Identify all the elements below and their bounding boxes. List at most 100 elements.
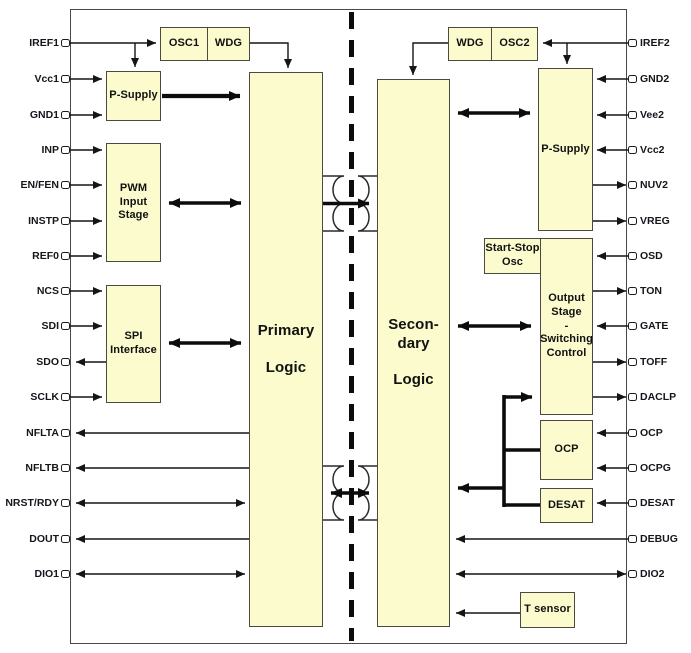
pin-dio1: DIO1 — [0, 568, 70, 580]
pin-label: DEBUG — [640, 533, 678, 545]
pin-gnd1: GND1 — [0, 109, 70, 121]
pin-label: SDO — [36, 356, 59, 368]
pin-box-icon — [61, 499, 70, 507]
pin-label: OCPG — [640, 462, 671, 474]
pin-dout: DOUT — [0, 533, 70, 545]
chip-outline — [70, 9, 627, 644]
pin-vcc2: Vcc2 — [628, 144, 691, 156]
pin-box-icon — [628, 111, 637, 119]
pin-box-icon — [61, 146, 70, 154]
pin-dio2: DIO2 — [628, 568, 691, 580]
pin-label: INSTP — [28, 215, 59, 227]
pin-label: EN/FEN — [20, 179, 59, 191]
pin-iref2: IREF2 — [628, 37, 691, 49]
pin-box-icon — [628, 75, 637, 83]
pin-box-icon — [61, 393, 70, 401]
pin-box-icon — [628, 393, 637, 401]
block-spi-interface: SPI Interface — [106, 285, 161, 403]
pin-vee2: Vee2 — [628, 109, 691, 121]
transformer-top-icon — [323, 175, 377, 232]
pin-iref1: IREF1 — [0, 37, 70, 49]
pin-box-icon — [61, 322, 70, 330]
block-wdg-right: WDG — [449, 28, 492, 60]
pin-label: DOUT — [29, 533, 59, 545]
pin-ocpg: OCPG — [628, 462, 691, 474]
pin-label: Vee2 — [640, 109, 664, 121]
pin-box-icon — [61, 75, 70, 83]
pin-daclp: DACLP — [628, 391, 691, 403]
pin-label: Vcc1 — [34, 73, 59, 85]
pin-box-icon — [628, 181, 637, 189]
pin-label: OSD — [640, 250, 663, 262]
pin-box-icon — [61, 287, 70, 295]
pin-label: IREF1 — [29, 37, 59, 49]
pin-label: DACLP — [640, 391, 677, 403]
pin-label: NCS — [36, 285, 59, 297]
block-wdg-left: WDG — [214, 37, 243, 50]
pin-gate: GATE — [628, 320, 691, 332]
pin-label: VREG — [640, 215, 670, 227]
block-p-supply-left: P-Supply — [106, 71, 161, 121]
pin-ref0: REF0 — [0, 250, 70, 262]
pin-vcc1: Vcc1 — [0, 73, 70, 85]
block-p-supply-right: P-Supply — [538, 68, 593, 231]
pin-ocp: OCP — [628, 427, 691, 439]
block-osc1-wdg: OSC1 WDG — [160, 27, 250, 61]
pin-label: NUV2 — [640, 179, 669, 191]
pin-box-icon — [61, 358, 70, 366]
pin-box-icon — [628, 287, 637, 295]
pin-label: DIO2 — [640, 568, 665, 580]
pin-box-icon — [628, 146, 637, 154]
pin-sdo: SDO — [0, 356, 70, 368]
pin-desat: DESAT — [628, 497, 691, 509]
block-wdg-osc2: WDG OSC2 — [448, 27, 538, 61]
pin-label: GATE — [640, 320, 669, 332]
pin-box-icon — [628, 39, 637, 47]
pin-label: GND2 — [640, 73, 670, 85]
pin-label: IREF2 — [640, 37, 670, 49]
pin-label: NFLTB — [25, 462, 59, 474]
right-connectors — [409, 39, 630, 617]
block-t-sensor: T sensor — [520, 592, 575, 628]
pin-label: INP — [41, 144, 59, 156]
pin-box-icon — [628, 499, 637, 507]
pin-label: SDI — [41, 320, 59, 332]
pin-nfltb: NFLTB — [0, 462, 70, 474]
pin-box-icon — [61, 464, 70, 472]
pin-nuv2: NUV2 — [628, 179, 691, 191]
block-primary-logic: Primary Logic — [249, 72, 323, 627]
pin-label: DIO1 — [34, 568, 59, 580]
pin-label: DESAT — [640, 497, 675, 509]
block-output-stage: Output Stage - Switching Control — [540, 238, 593, 415]
block-start-stop-osc: Start-Stop Osc — [484, 238, 541, 274]
pin-instp: INSTP — [0, 215, 70, 227]
transformer-bottom-icon — [323, 465, 377, 521]
pin-label: NFLTA — [26, 427, 59, 439]
thick-buses — [162, 91, 540, 507]
pin-nflta: NFLTA — [0, 427, 70, 439]
pin-sdi: SDI — [0, 320, 70, 332]
pin-box-icon — [61, 252, 70, 260]
pin-label: Vcc2 — [640, 144, 665, 156]
pin-box-icon — [628, 252, 637, 260]
pin-en-fen: EN/FEN — [0, 179, 70, 191]
pin-label: GND1 — [29, 109, 59, 121]
pin-box-icon — [628, 358, 637, 366]
pin-box-icon — [61, 181, 70, 189]
pin-nrst-rdy: NRST/RDY — [0, 497, 70, 509]
pin-toff: TOFF — [628, 356, 691, 368]
pin-box-icon — [628, 429, 637, 437]
pin-label: SCLK — [30, 391, 59, 403]
pin-box-icon — [61, 535, 70, 543]
pin-box-icon — [628, 464, 637, 472]
pin-ncs: NCS — [0, 285, 70, 297]
pin-inp: INP — [0, 144, 70, 156]
pin-label: TON — [640, 285, 662, 297]
pin-box-icon — [61, 429, 70, 437]
pin-sclk: SCLK — [0, 391, 70, 403]
left-connectors — [70, 39, 292, 578]
pin-vreg: VREG — [628, 215, 691, 227]
pin-box-icon — [61, 570, 70, 578]
pin-box-icon — [61, 111, 70, 119]
